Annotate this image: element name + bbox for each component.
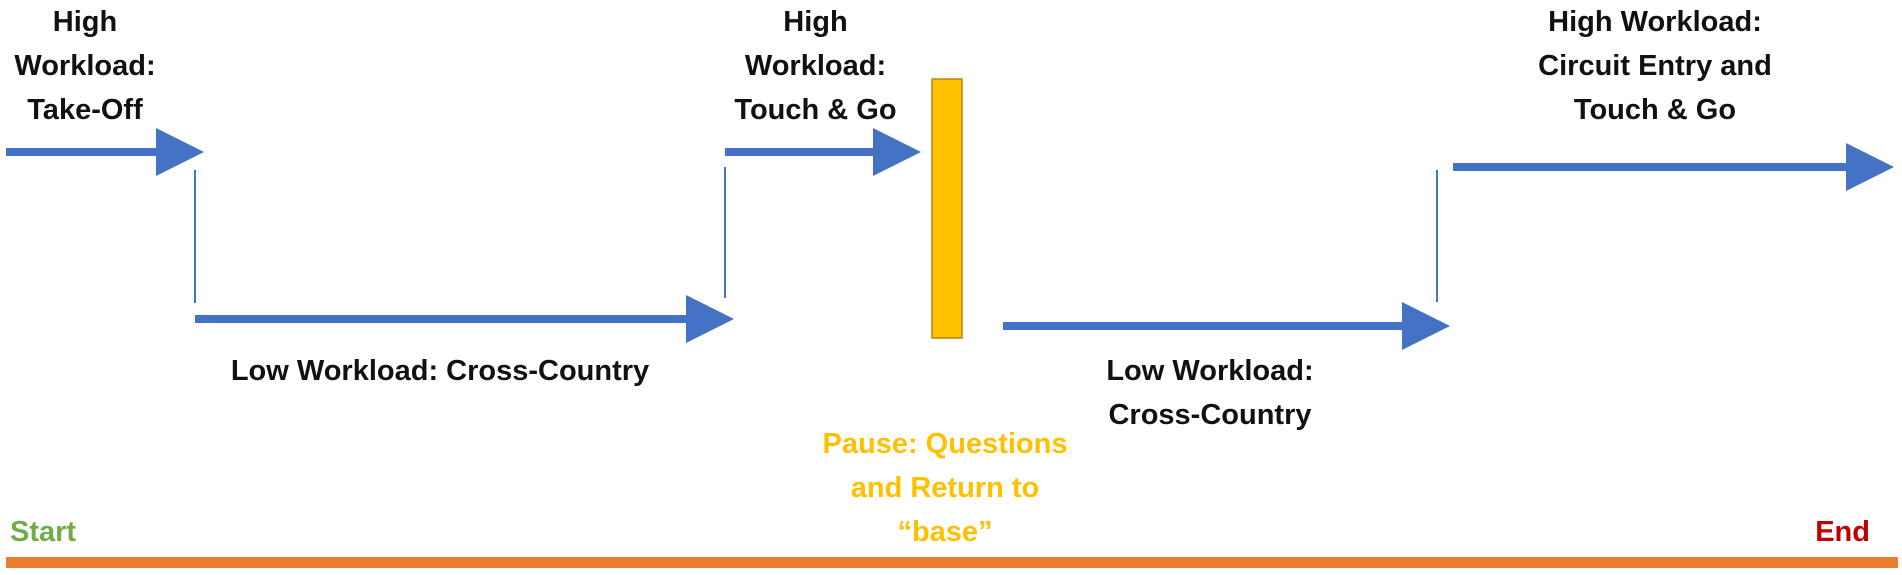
cross-country-label-1: Low Workload: Cross-Country bbox=[230, 355, 650, 387]
takeoff-label: High Workload: Take-Off bbox=[14, 6, 156, 126]
pause-bar bbox=[931, 78, 963, 339]
cross-country-label-2: Low Workload: Cross-Country bbox=[1106, 355, 1314, 431]
pause-label: Pause: Questions and Return to “base” bbox=[822, 428, 1068, 548]
circuit-label: High Workload: Circuit Entry and Touch &… bbox=[1538, 6, 1772, 126]
end-label: End bbox=[1815, 516, 1870, 548]
start-label: Start bbox=[10, 516, 77, 548]
touch-go-label: High Workload: Touch & Go bbox=[734, 6, 897, 126]
timeline-bar bbox=[6, 557, 1898, 568]
